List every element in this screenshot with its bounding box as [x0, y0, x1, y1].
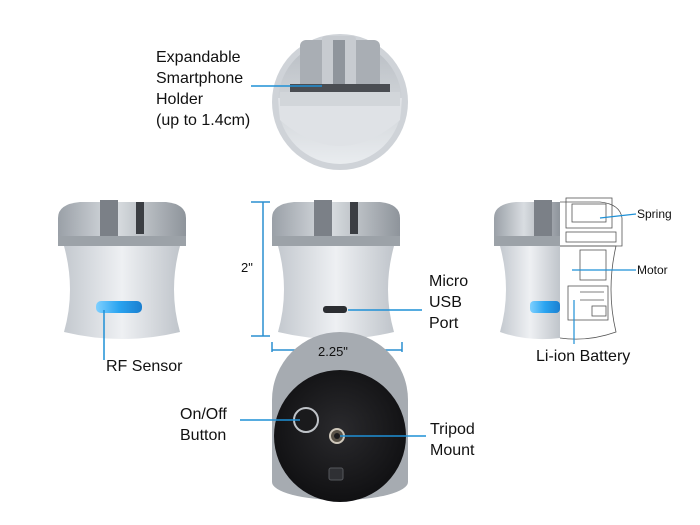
micro-usb-port [323, 306, 347, 313]
onoff-label-line2: Button [180, 427, 227, 444]
motor-label: Motor [637, 263, 668, 277]
usb-label-line2: USB [429, 294, 462, 311]
usb-label-line3: Port [429, 315, 459, 332]
usb-label-line1: Micro [429, 273, 469, 290]
height-dimension-label: 2" [241, 260, 253, 275]
holder-label-line2: Smartphone [156, 70, 244, 87]
tripod-label-line1: Tripod [430, 421, 475, 438]
spring-label: Spring [637, 207, 672, 221]
holder-label-line1: Expandable [156, 49, 241, 66]
holder-label-line4: (up to 1.4cm) [156, 112, 251, 129]
left-device [58, 200, 186, 339]
holder-label-line3: Holder [156, 91, 204, 108]
rf-sensor-led [96, 301, 142, 313]
width-dimension-label: 2.25" [318, 344, 348, 359]
onoff-label-line1: On/Off [180, 406, 227, 423]
tripod-label-line2: Mount [430, 442, 475, 459]
right-device-cutaway [494, 197, 623, 340]
rf-sensor-label: RF Sensor [106, 358, 183, 375]
battery-label: Li-ion Battery [536, 348, 631, 365]
center-device [272, 200, 400, 339]
right-callout-lines [572, 213, 637, 344]
top-view-holder [272, 34, 408, 170]
